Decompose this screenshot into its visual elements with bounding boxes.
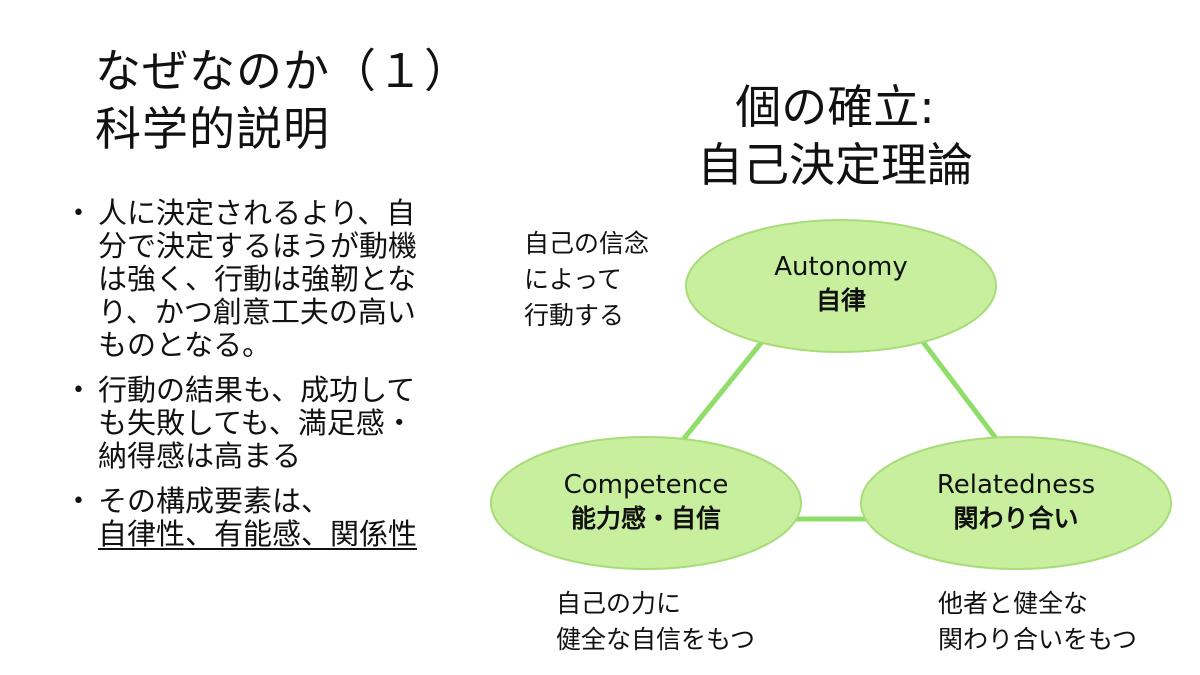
node-competence-en: Competence [563, 470, 729, 500]
node-autonomy-ja: 自律 [815, 286, 866, 315]
note-line: 自己の力に [556, 589, 682, 618]
bullet-line: 行動の結果も、成功して [98, 373, 416, 407]
connector-autonomy-relatedness [918, 336, 1000, 443]
node-relatedness: Relatedness 関わり合い [866, 468, 1166, 536]
bullet-line: 人に決定されるより、自 [98, 196, 416, 230]
note-line: 関わり合いをもつ [938, 625, 1138, 654]
bullet-line: は強く、行動は強靭とな [98, 262, 417, 296]
bullet-item: • 行動の結果も、成功して も失敗しても、満足感・ 納得感は高まる [68, 374, 508, 473]
node-autonomy-ellipse [685, 219, 997, 353]
note-line: によって [524, 265, 623, 294]
bullet-line: り、かつ創意工夫の高い [98, 295, 416, 329]
diagram-title-line-1: 個の確立: [735, 80, 935, 134]
bullet-list: • 人に決定されるより、自 分で決定するほうが動機 は強く、行動は強靭とな り、… [68, 197, 508, 563]
diagram-title-line-2: 自己決定理論 [697, 138, 973, 192]
node-competence: Competence 能力感・自信 [496, 468, 796, 536]
bullet-line: ものとなる。 [98, 328, 272, 362]
note-line: 健全な自信をもつ [556, 625, 756, 654]
note-line: 他者と健全な [938, 589, 1089, 618]
diagram-title: 個の確立: 自己決定理論 [640, 78, 1030, 194]
node-relatedness-ja: 関わり合い [953, 504, 1079, 533]
bullet-dot-icon: • [72, 489, 85, 514]
note-competence: 自己の力に 健全な自信をもつ [556, 586, 755, 658]
slide-title-line-1: なぜなのか（１） [95, 44, 471, 98]
bullet-line: その構成要素は、 [98, 484, 331, 518]
slide-title: なぜなのか（１） 科学的説明 [95, 42, 471, 158]
bullet-line: も失敗しても、満足感・ [98, 406, 414, 440]
bullet-dot-icon: • [72, 201, 85, 226]
node-relatedness-ellipse [860, 436, 1172, 570]
bullet-line-underlined: 自律性、有能感、関係性 [98, 517, 418, 551]
node-competence-ja: 能力感・自信 [570, 504, 721, 533]
bullet-line: 分で決定するほうが動機 [98, 229, 418, 263]
node-competence-ellipse [490, 436, 802, 570]
note-line: 自己の信念 [524, 229, 650, 258]
bullet-dot-icon: • [72, 378, 85, 403]
node-relatedness-en: Relatedness [936, 470, 1096, 500]
note-autonomy: 自己の信念 によって 行動する [524, 226, 649, 334]
node-autonomy-en: Autonomy [774, 252, 908, 282]
bullet-item: • その構成要素は、 自律性、有能感、関係性 [68, 485, 508, 551]
note-relatedness: 他者と健全な 関わり合いをもつ [938, 586, 1137, 658]
bullet-item: • 人に決定されるより、自 分で決定するほうが動機 は強く、行動は強靭とな り、… [68, 197, 508, 362]
node-autonomy: Autonomy 自律 [691, 250, 991, 318]
slide-title-line-2: 科学的説明 [95, 102, 330, 156]
note-line: 行動する [524, 301, 625, 330]
connector-autonomy-competence [680, 336, 767, 443]
bullet-line: 納得感は高まる [98, 439, 302, 473]
